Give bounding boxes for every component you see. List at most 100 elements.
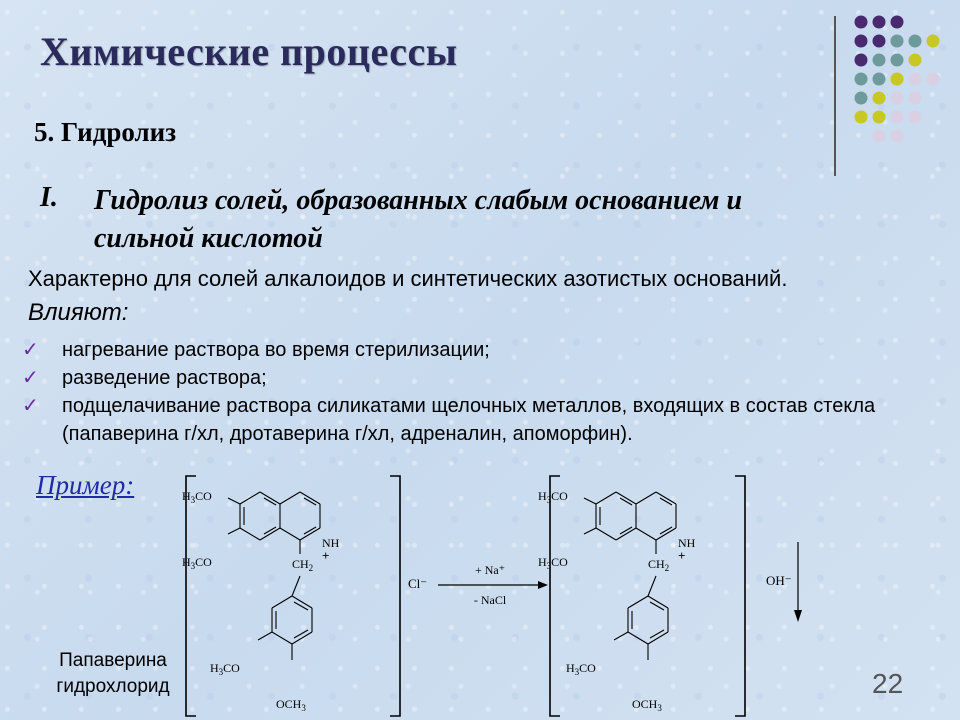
slide-title: Химические процессы [40,29,458,74]
decor-dot [872,34,886,48]
atom-label: H3CO [210,661,240,677]
decor-dot [908,110,922,124]
atom-label: H3CO [182,555,212,571]
list-item: ✓нагревание раствора во время стерилизац… [22,336,902,364]
bond-line [257,631,273,641]
caption-line: Папаверина [59,650,167,671]
bond-line [595,491,617,505]
bond-line [299,491,321,505]
bond-line [659,526,673,535]
bond-line [583,527,597,535]
reagent-added: + Na⁺ [475,563,505,577]
bond-line [291,595,313,609]
decor-dot [890,53,904,67]
bond-line [647,631,669,645]
bond-line [291,631,313,645]
list-item: ✓разведение раствора; [22,364,902,392]
decor-dot [926,34,940,48]
bond-line [649,629,665,639]
compound-caption: Папаверина гидрохлорид [38,648,188,700]
right-bracket-close [735,475,746,717]
bond-line [619,497,633,506]
decor-dot [872,110,886,124]
checkmark-icon: ✓ [22,395,39,417]
bond-line [615,527,637,541]
decor-dot [854,34,868,48]
influence-label: Влияют: [28,299,129,326]
decor-dot [908,91,922,105]
bond-line [635,527,657,541]
list-item: ✓подщелачивание раствора силикатами щело… [22,392,902,448]
bond-line [647,595,669,609]
decor-dot [890,129,904,143]
atom-label: OCH3 [276,697,306,713]
decor-dot [890,110,904,124]
hydroxide-anion: OH⁻ [766,573,792,588]
decor-dot [890,91,904,105]
decor-dot [908,34,922,48]
bond-line [659,497,673,506]
bond-line [303,526,317,535]
bond-line [627,595,649,609]
checkmark-icon: ✓ [22,367,39,389]
bond-line [271,595,293,609]
decor-dot [854,91,868,105]
bond-line [303,497,317,506]
decor-dot [872,91,886,105]
bond-line [655,491,677,505]
section-heading: 5. Гидролиз [34,117,177,147]
decor-dot [872,15,886,29]
intro-text: Характерно для солей алкалоидов и синтет… [28,266,788,291]
decor-dot [926,72,940,86]
decor-dot [908,53,922,67]
right-bracket-open [549,475,560,717]
factor-list: ✓нагревание раствора во время стерилизац… [22,336,902,448]
bond-line [259,491,281,505]
bond-line [627,631,649,645]
bond-line [263,526,277,535]
bond-line [299,527,321,541]
atom-label: CH2 [648,557,669,573]
left-bracket-close [390,475,401,717]
bond-line [583,497,597,505]
decor-dot [908,72,922,86]
atom-label: NH [678,536,696,550]
bond-line [227,497,241,505]
bond-line [263,497,277,506]
positive-charge: + [322,548,329,563]
bond-line [293,601,309,611]
precipitate-arrow-head [794,610,802,622]
decor-dot [872,53,886,67]
page-number: 22 [872,668,904,699]
bond-line [279,491,301,505]
positive-charge: + [678,548,685,563]
bond-line [613,631,629,641]
atom-label: H3CO [566,661,596,677]
decor-dot [854,72,868,86]
bond-line [635,491,657,505]
bond-line [239,491,261,505]
decor-dot [854,15,868,29]
bond-line [259,527,281,541]
atom-label: CH2 [292,557,313,573]
bond-line [293,629,309,639]
decorative-dot-grid [854,15,940,143]
bond-line [595,527,617,541]
example-link[interactable]: Пример: [36,470,135,500]
heading-numeral: I. [40,182,58,213]
decor-dot [854,110,868,124]
bond-line [619,526,633,535]
atom-label: OCH3 [632,697,662,713]
bond-line [655,527,677,541]
checkmark-icon: ✓ [22,339,39,361]
reaction-arrow-head [538,581,548,589]
title-divider-line [834,16,836,176]
decor-dot [872,129,886,143]
bond-line [239,527,261,541]
caption-line: гидрохлорид [56,676,170,697]
bond-line [227,527,241,535]
subsection-heading: Гидролиз солей, образованных слабым осно… [94,185,743,254]
